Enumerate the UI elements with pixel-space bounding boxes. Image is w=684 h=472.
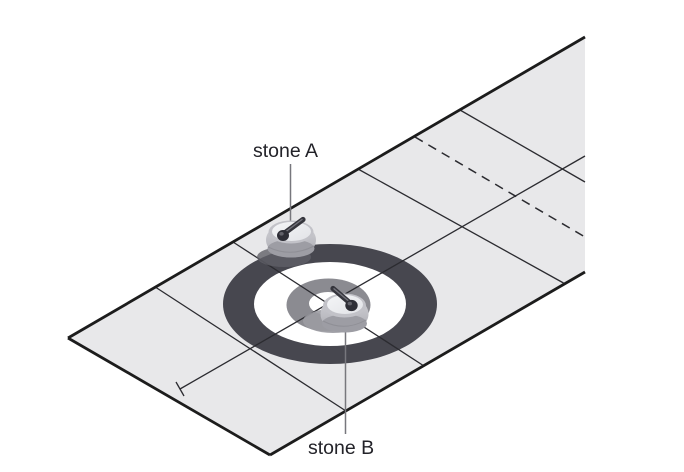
stone-a (257, 216, 316, 267)
stone-b-knob-highlight (347, 301, 352, 306)
stone-a-bottom-band (267, 239, 315, 258)
sheet-edge-bottom-right (269, 270, 586, 457)
stone-b-handle-knob (345, 299, 358, 312)
center-line-end-tick (175, 381, 185, 397)
stone-b-ridge (322, 319, 367, 327)
stone-b (303, 285, 369, 333)
stone-a-handle-knob (277, 230, 289, 241)
center-line (179, 155, 586, 390)
stone-a-knob-highlight (279, 232, 284, 236)
stone-b-handle-highlight (333, 288, 349, 302)
stone-b-label: stone B (308, 437, 374, 459)
stone-b-bottom-band (322, 314, 367, 333)
sheet-edge-top-left (67, 35, 586, 340)
dashed-line (414, 136, 586, 238)
sheet-edge-bottom-left (67, 336, 271, 457)
far-cross-line (459, 109, 586, 183)
back-line (155, 286, 347, 412)
stone-a-label: stone A (253, 140, 318, 162)
stone-a-ridge (267, 245, 315, 253)
stone-a-handle-highlight (285, 218, 303, 233)
hog-line (357, 168, 564, 284)
